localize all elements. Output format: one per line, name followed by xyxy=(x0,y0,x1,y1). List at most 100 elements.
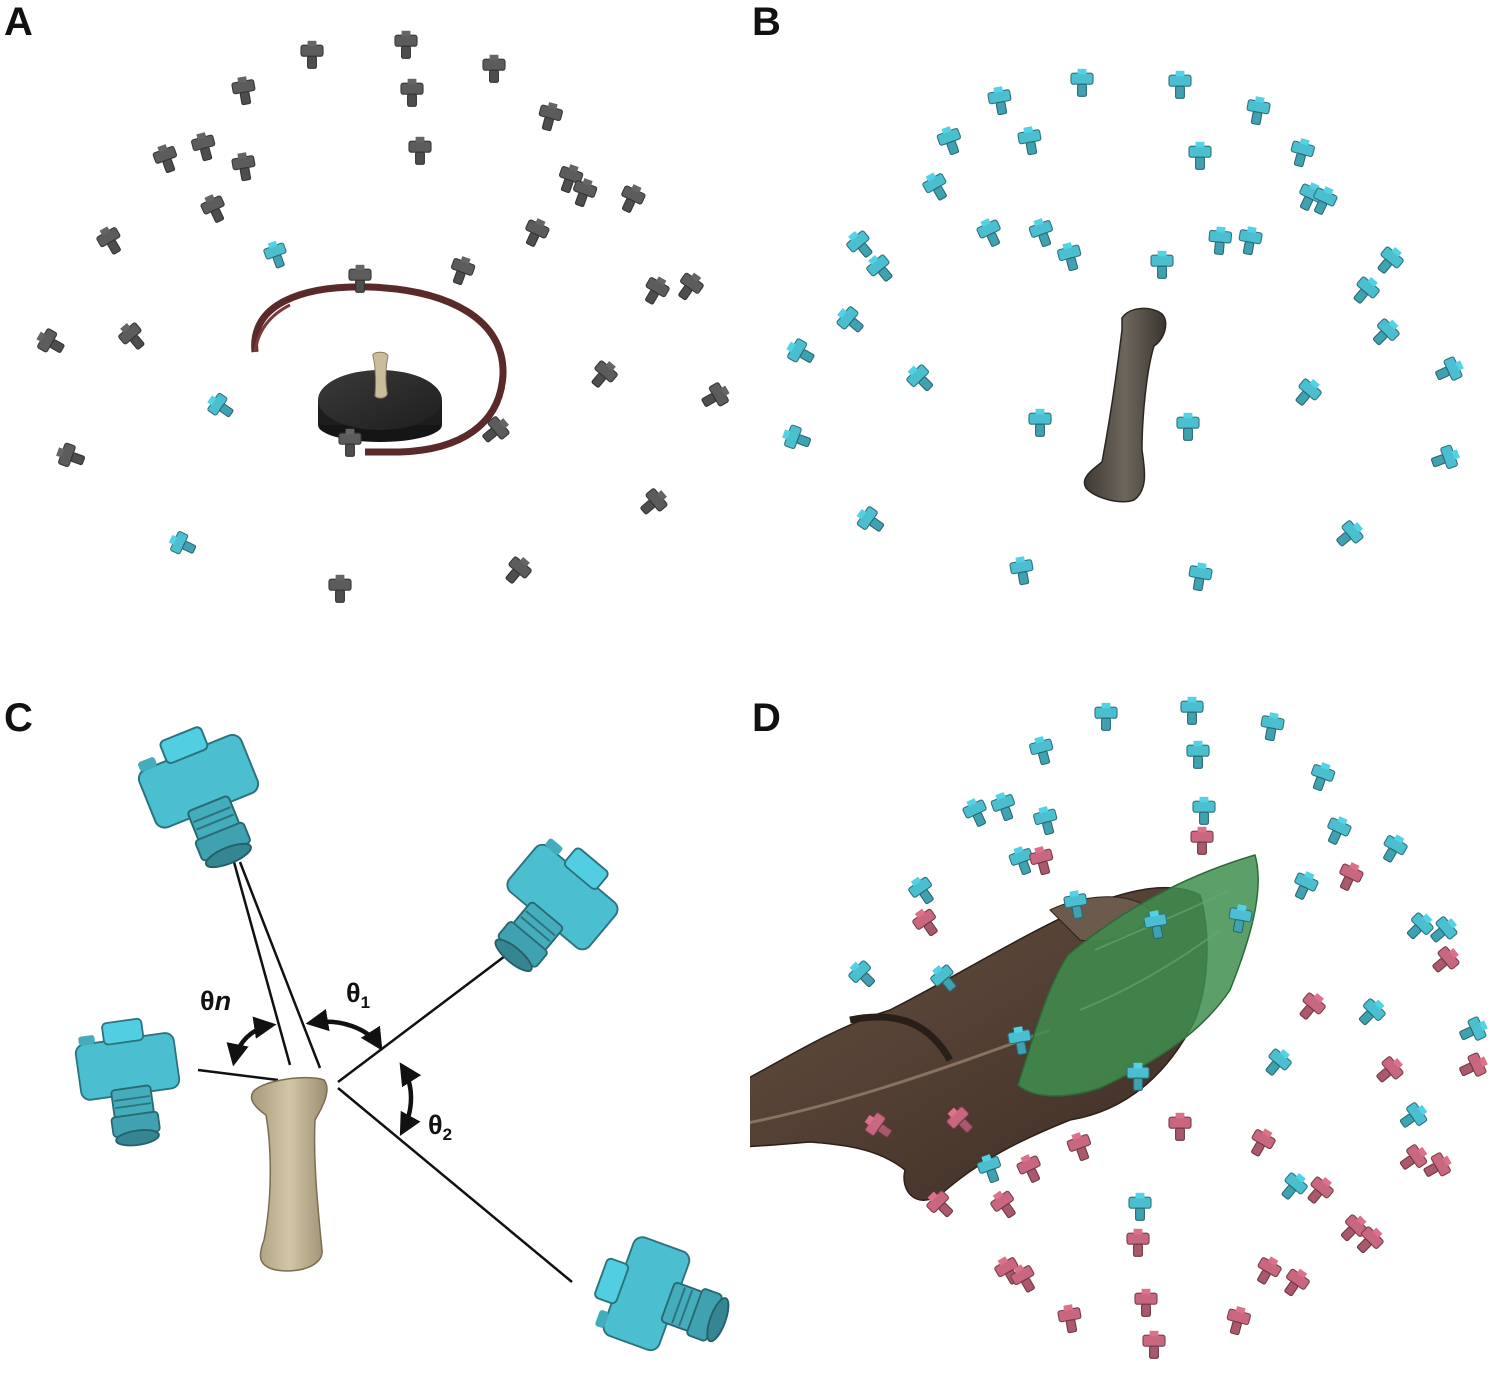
camera-icon xyxy=(1176,412,1200,441)
camera-icon xyxy=(1310,762,1336,792)
camera-icon xyxy=(846,230,873,258)
camera-icon xyxy=(231,76,256,106)
camera-icon xyxy=(908,876,934,905)
camera-icon xyxy=(338,428,362,457)
camera-icon xyxy=(137,726,260,869)
camera-icon xyxy=(1327,816,1352,845)
camera-icon xyxy=(1008,846,1034,876)
camera-icon xyxy=(1126,1062,1150,1091)
camera-icon xyxy=(191,132,216,162)
camera-icon xyxy=(1313,186,1338,215)
panel-b-aligned-cameras xyxy=(750,0,1500,640)
camera-icon xyxy=(231,152,256,182)
camera-icon xyxy=(930,964,957,992)
panel-label-d: D xyxy=(752,696,781,740)
camera-icon xyxy=(1284,1268,1310,1297)
camera-icon xyxy=(645,276,670,305)
camera-icon xyxy=(1430,916,1458,943)
panel-label-c: C xyxy=(4,696,33,740)
spiral-track xyxy=(251,283,507,456)
camera-icon xyxy=(1186,740,1210,769)
camera-icon xyxy=(450,256,476,286)
camera-icon xyxy=(1188,141,1212,170)
panel-label-b: B xyxy=(752,0,781,44)
camera-icon xyxy=(525,218,550,247)
camera-icon xyxy=(348,264,372,293)
camera-icon xyxy=(591,360,618,388)
camera-icon xyxy=(1372,318,1400,346)
camera-icon xyxy=(1377,246,1404,274)
theta-1-label: θ1 xyxy=(346,978,370,1012)
camera-icon xyxy=(328,574,352,603)
camera-icon xyxy=(1190,826,1214,855)
camera-icon xyxy=(1281,1172,1308,1200)
camera-icon xyxy=(1208,226,1233,256)
camera-icon xyxy=(1010,1264,1035,1293)
camera-icon xyxy=(1294,871,1319,900)
panel-c-camera-angle-diagram: θn θ1 θ2 xyxy=(0,690,750,1385)
camera-icon xyxy=(558,164,584,194)
camera-icon xyxy=(1168,1112,1192,1141)
camera-icon xyxy=(118,322,145,350)
camera-icon xyxy=(1066,1132,1092,1162)
camera-icon xyxy=(1028,408,1052,437)
camera-icon xyxy=(990,1190,1016,1219)
camera-icon xyxy=(866,254,893,282)
camera-icon xyxy=(1070,68,1094,97)
camera-icon xyxy=(1406,912,1434,940)
camera-icon xyxy=(207,392,234,418)
camera-icon xyxy=(1228,904,1253,934)
camera-icon xyxy=(1459,1016,1488,1041)
camera-icon xyxy=(300,40,324,69)
camera-icon xyxy=(1257,1256,1282,1285)
camera-icon xyxy=(400,78,424,107)
camera-icon xyxy=(1430,444,1460,470)
panel-d-multisession-reconstruction xyxy=(750,690,1500,1385)
camera-icon xyxy=(678,272,704,301)
camera-icon xyxy=(906,364,934,392)
gray-camera-cluster xyxy=(36,30,730,603)
camera-icon xyxy=(1290,138,1315,168)
camera-icon xyxy=(1057,242,1082,272)
camera-icon xyxy=(1142,1330,1166,1359)
panel-b-illustration xyxy=(782,68,1464,592)
camera-icon xyxy=(1260,712,1285,742)
camera-icon xyxy=(168,531,197,555)
camera-icon xyxy=(936,126,962,156)
camera-icon xyxy=(1376,1056,1404,1083)
theta-n-label: θn xyxy=(200,986,231,1016)
camera-icon xyxy=(786,338,815,363)
camera-icon xyxy=(1459,1052,1488,1077)
camera-icon xyxy=(782,424,812,450)
camera-icon xyxy=(394,30,418,59)
camera-icon xyxy=(1340,1214,1368,1242)
camera-icon xyxy=(1356,1226,1384,1254)
camera-icon xyxy=(987,86,1012,116)
camera-icon xyxy=(200,194,225,223)
camera-icon xyxy=(56,442,86,468)
camera-icon xyxy=(976,1154,1002,1184)
femur-model xyxy=(1083,307,1167,503)
camera-icon xyxy=(1339,862,1364,891)
camera-icon xyxy=(976,218,1001,247)
camera-icon xyxy=(36,328,65,353)
camera-icon xyxy=(1336,520,1364,547)
camera-icon xyxy=(572,178,598,208)
camera-icon xyxy=(1295,378,1322,406)
camera-icon xyxy=(1383,834,1408,863)
camera-icon xyxy=(1126,1228,1150,1257)
camera-icon xyxy=(1009,556,1034,586)
camera-icon xyxy=(1432,946,1460,973)
camera-icon xyxy=(1028,218,1054,248)
camera-icon xyxy=(1134,1288,1158,1317)
camera-icon xyxy=(1246,96,1271,126)
camera-icon xyxy=(912,908,938,937)
camera-icon xyxy=(701,382,730,407)
camera-icon xyxy=(1353,276,1380,304)
camera-icon xyxy=(482,54,506,83)
turntable xyxy=(318,370,442,442)
camera-icon xyxy=(1188,562,1213,592)
large-camera-icons xyxy=(74,726,730,1352)
bone-specimen xyxy=(372,351,389,399)
camera-icon xyxy=(482,416,510,443)
